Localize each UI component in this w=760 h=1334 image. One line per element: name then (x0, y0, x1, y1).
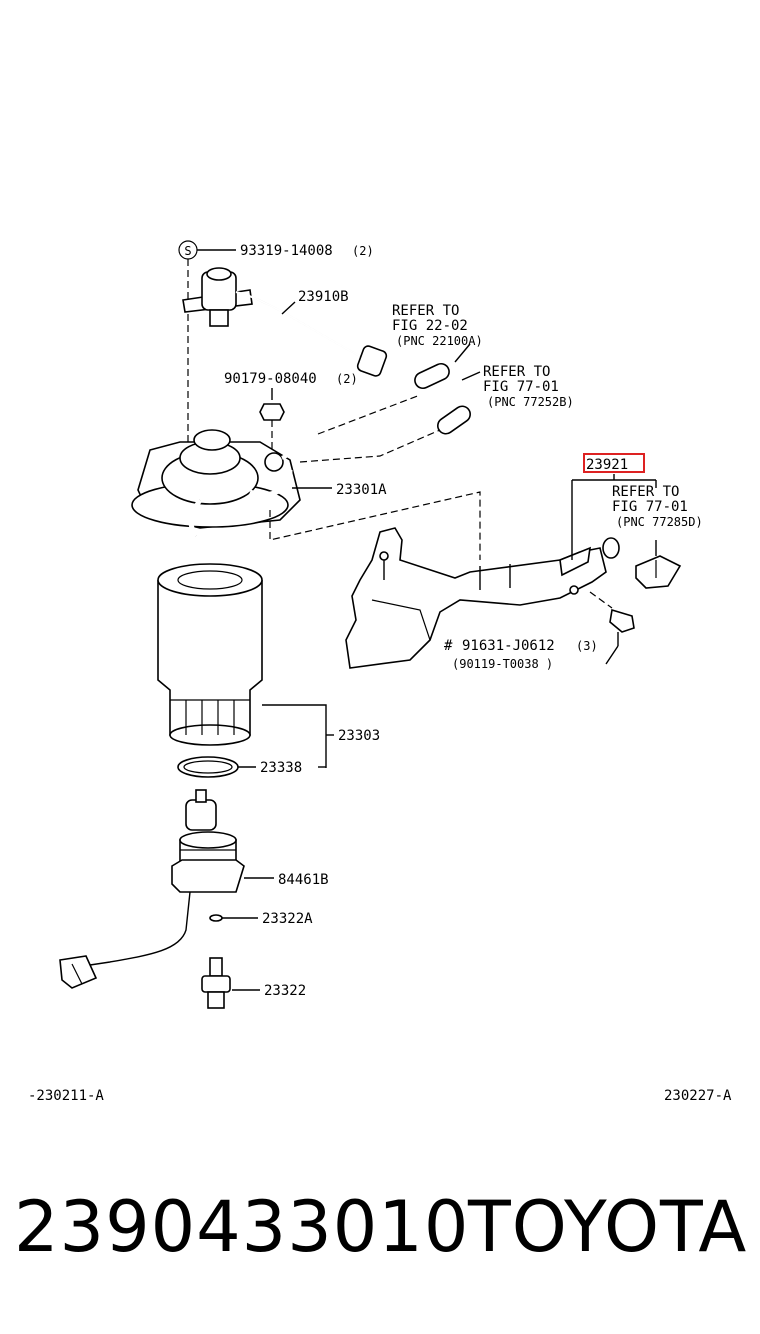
label-head: 23301A (336, 482, 387, 498)
drain-part: 23322 (201, 957, 306, 1009)
bowl-part: 84461B (59, 789, 329, 989)
refer-block-3: REFER TO FIG 77-01 (PNC 77285D) (612, 484, 703, 529)
label-nut: 90179-08040 (224, 371, 317, 387)
label-bracket: 23921 (586, 457, 628, 473)
svg-text:REFER TO: REFER TO (612, 484, 679, 500)
svg-text:FIG 77-01: FIG 77-01 (483, 379, 559, 395)
label-bolt-s: 93319-14008 (240, 243, 333, 259)
svg-text:(PNC 77252B): (PNC 77252B) (487, 395, 574, 409)
svg-text:REFER TO: REFER TO (392, 303, 459, 319)
svg-text:(PNC 22100A): (PNC 22100A) (396, 334, 483, 348)
label-bowl: 84461B (278, 872, 329, 888)
bracket-part: 23921 # 91631-J0612 (3) (90119-T0038 ) (345, 453, 682, 671)
label-oring: 23322A (262, 911, 313, 927)
oring-part: 23322A (209, 911, 313, 927)
symbol-s: S (184, 244, 191, 258)
svg-text:FIG 22-02: FIG 22-02 (392, 318, 468, 334)
svg-text:FIG 77-01: FIG 77-01 (612, 499, 688, 515)
refer-block-2: REFER TO FIG 77-01 (PNC 77252B) (483, 364, 574, 409)
label-sensor: 23910B (298, 289, 349, 305)
label-drain: 23322 (264, 983, 306, 999)
label-gasket: 23338 (260, 760, 302, 776)
bolt-s-callout: S 93319-14008 (2) (178, 240, 374, 445)
svg-text:REFER TO: REFER TO (483, 364, 550, 380)
gasket-part: 23338 (177, 756, 326, 778)
footer-right-code: 230227-A (664, 1088, 732, 1104)
svg-text:(PNC 77285D): (PNC 77285D) (616, 515, 703, 529)
label-bolt-hash-qty: (3) (576, 639, 598, 653)
symbol-hash: # (444, 638, 453, 654)
footer-left-code: -230211-A (28, 1088, 104, 1104)
label-bolt-hash: 91631-J0612 (462, 638, 555, 654)
part-number-caption: 2390433010 (14, 1186, 470, 1268)
sensor-part: 23910B (182, 267, 388, 377)
label-filter: 23303 (338, 728, 380, 744)
label-nut-qty: (2) (336, 372, 358, 386)
label-bolt-alt: (90119-T0038 ) (452, 657, 553, 671)
nut-callout: 90179-08040 (2) (224, 371, 358, 452)
bracket-highlight (583, 453, 645, 473)
hose-refs (414, 343, 481, 435)
brand-caption: TOYOTA (468, 1186, 748, 1268)
refer-block-1: REFER TO FIG 22-02 (PNC 22100A) (392, 303, 483, 348)
label-bolt-s-qty: (2) (352, 244, 374, 258)
filter-element-part: 23303 (157, 563, 380, 768)
filter-head-part: 23301A (131, 394, 481, 560)
